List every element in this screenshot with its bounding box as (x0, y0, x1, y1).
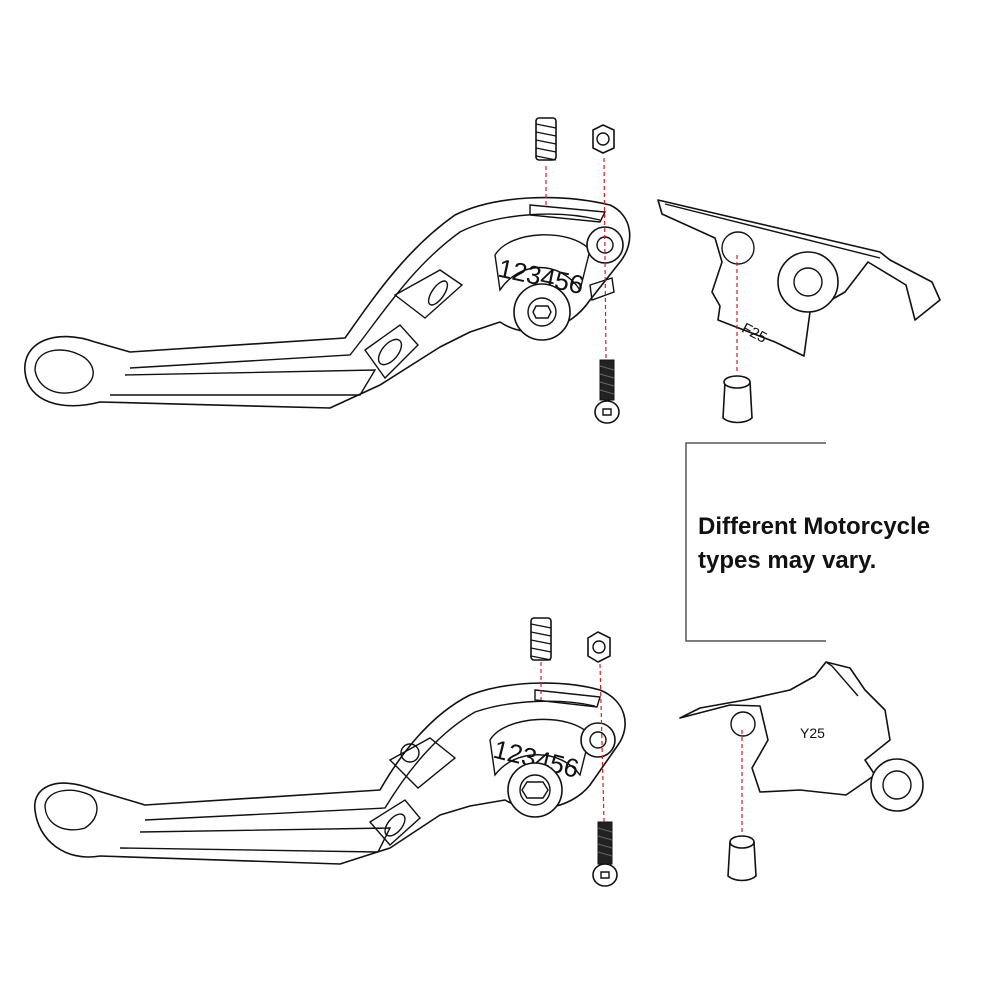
bottom-spring (530, 617, 552, 661)
variation-note: Different Motorcycle types may vary. (698, 510, 930, 578)
bottom-bracket: Y25 (679, 661, 924, 812)
note-line-2: types may vary. (698, 547, 877, 574)
top-nut (592, 124, 615, 154)
top-lever: 123456 (24, 196, 631, 409)
top-spring (535, 117, 557, 161)
note-box (685, 442, 826, 642)
bottom-lever: 123456 (34, 682, 626, 865)
note-line-1: Different Motorcycle (698, 513, 931, 540)
bottom-pivot-guide-line (599, 663, 605, 823)
bottom-nut (587, 631, 611, 663)
top-bolt (594, 359, 620, 424)
bottom-bracket-label: Y25 (800, 725, 825, 741)
top-bushing (722, 375, 753, 424)
bottom-bushing (727, 835, 757, 882)
top-pivot-guide-line (603, 157, 607, 361)
top-bracket: F25 (657, 199, 941, 357)
bottom-bolt (592, 821, 618, 887)
